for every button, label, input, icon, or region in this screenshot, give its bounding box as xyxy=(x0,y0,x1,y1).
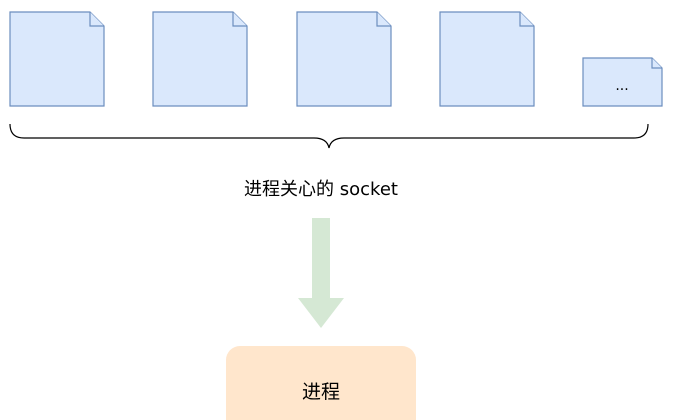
socket-doc-1 xyxy=(9,11,105,107)
process-box: 进程 xyxy=(226,346,416,420)
brace-caption: 进程关心的 socket xyxy=(244,179,398,200)
socket-doc-more: ... xyxy=(582,57,663,107)
grouping-brace xyxy=(9,123,649,149)
socket-doc-3 xyxy=(296,11,392,107)
socket-doc-more-label: ... xyxy=(615,78,628,94)
socket-doc-4 xyxy=(439,11,535,107)
down-arrow xyxy=(298,218,344,328)
socket-doc-2 xyxy=(152,11,248,107)
process-label: 进程 xyxy=(302,381,340,403)
